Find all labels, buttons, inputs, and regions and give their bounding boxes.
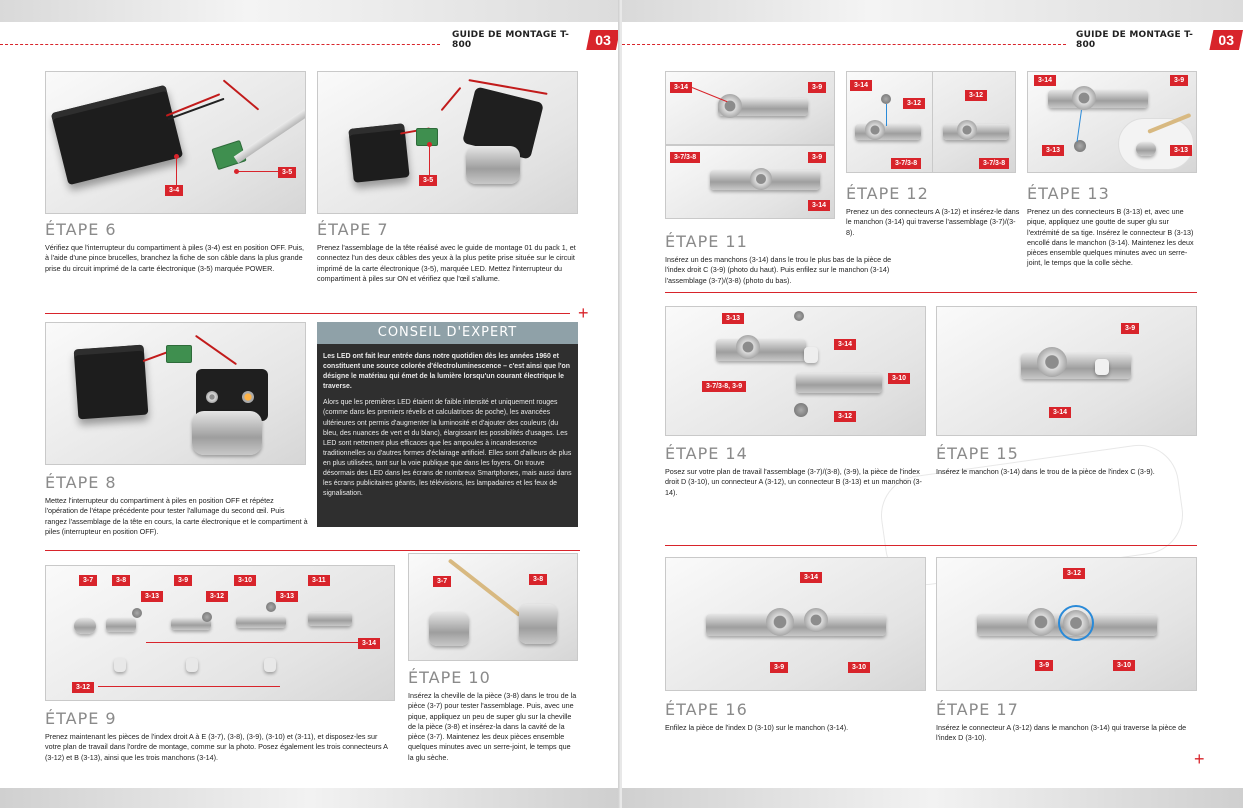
step7-photo: 3-5 [317, 71, 578, 214]
step15-title: ÉTAPE 15 [936, 444, 1019, 463]
label-3-12: 3-12 [206, 591, 229, 602]
step8-text: Mettez l'interrupteur du compartiment à … [45, 496, 308, 536]
step14-title: ÉTAPE 14 [665, 444, 748, 463]
label-3-14: 3-14 [800, 572, 823, 583]
label-3-5: 3-5 [419, 175, 438, 186]
label-3-12: 3-12 [834, 411, 857, 422]
label-3-11: 3-11 [308, 575, 330, 586]
page-header: GUIDE DE MONTAGE T-800 03 [452, 30, 620, 50]
step16-photo: 3-14 3-9 3-10 [665, 557, 926, 691]
step16-text: Enfilez la pièce de l'index D (3-10) sur… [665, 723, 849, 732]
label-3-13: 3-13 [276, 591, 299, 602]
label-3-7-3-8: 3-7/3-8 [670, 152, 701, 163]
right-page: GUIDE DE MONTAGE T-800 03 3-14 3-9 3-7/3… [622, 0, 1243, 808]
step13-photo: 3-14 3-9 3-13 3-13 [1027, 71, 1197, 173]
step11-text: Insérez un des manchons (3-14) dans le t… [665, 255, 892, 285]
label-3-9: 3-9 [174, 575, 193, 586]
crosshair-mark: + [578, 303, 589, 323]
header-number: 03 [586, 30, 620, 50]
header-title: GUIDE DE MONTAGE T-800 [452, 30, 570, 50]
label-3-14: 3-14 [670, 82, 693, 93]
header-number: 03 [1209, 30, 1243, 50]
label-3-10: 3-10 [1113, 660, 1136, 671]
step11-photo-top: 3-14 3-9 [665, 71, 835, 145]
step15-text: Insérez le manchon (3-14) dans le trou d… [936, 467, 1155, 476]
label-3-5: 3-5 [278, 167, 297, 178]
label-3-10: 3-10 [234, 575, 257, 586]
label-3-13: 3-13 [1042, 145, 1065, 156]
step11-title: ÉTAPE 11 [665, 232, 748, 251]
expert-tip-title: CONSEIL D'EXPERT [317, 322, 578, 344]
label-3-12: 3-12 [903, 98, 926, 109]
step17-photo: 3-12 3-9 3-10 [936, 557, 1197, 691]
label-3-9: 3-9 [1170, 75, 1189, 86]
expert-tip-intro: Les LED ont fait leur entrée dans notre … [323, 353, 570, 391]
step10-text: Insérez la cheville de la pièce (3-8) da… [408, 691, 577, 762]
label-3-13: 3-13 [722, 313, 745, 324]
label-3-9: 3-9 [1121, 323, 1140, 334]
step15-photo: 3-9 3-14 [936, 306, 1197, 436]
step14-text: Posez sur votre plan de travail l'assemb… [665, 467, 922, 497]
label-3-7-3-8: 3-7/3-8 [891, 158, 922, 169]
step13-title: ÉTAPE 13 [1027, 184, 1110, 203]
label-3-9: 3-9 [770, 662, 789, 673]
label-3-14: 3-14 [808, 200, 831, 211]
label-3-12: 3-12 [72, 682, 95, 693]
step16-title: ÉTAPE 16 [665, 700, 748, 719]
label-3-14: 3-14 [1049, 407, 1072, 418]
page-header: GUIDE DE MONTAGE T-800 03 [1076, 30, 1243, 50]
step7-text: Prenez l'assemblage de la tête réalisé a… [317, 243, 576, 283]
label-3-14: 3-14 [834, 339, 857, 350]
label-3-14: 3-14 [1034, 75, 1057, 86]
label-3-7-3-8-3-9: 3-7/3-8, 3-9 [702, 381, 747, 392]
label-3-4: 3-4 [165, 185, 184, 196]
label-3-10: 3-10 [848, 662, 871, 673]
label-3-14: 3-14 [850, 80, 873, 91]
step12-photo: 3-14 3-12 3-7/3-8 3-12 3-7/3-8 [846, 71, 1016, 173]
crosshair-mark: + [1194, 749, 1205, 769]
label-3-8: 3-8 [112, 575, 131, 586]
step10-photo: 3-7 3-8 [408, 553, 578, 661]
step8-photo [45, 322, 306, 465]
step11-photo-bottom: 3-7/3-8 3-9 3-14 [665, 145, 835, 219]
label-3-9: 3-9 [1035, 660, 1054, 671]
label-3-13: 3-13 [1170, 145, 1193, 156]
step17-title: ÉTAPE 17 [936, 700, 1019, 719]
step17-text: Insérez le connecteur A (3-12) dans le m… [936, 723, 1187, 743]
label-3-13: 3-13 [141, 591, 164, 602]
label-3-12: 3-12 [965, 90, 988, 101]
expert-tip-box: CONSEIL D'EXPERT Les LED ont fait leur e… [317, 322, 578, 527]
step9-photo: 3-7 3-8 3-9 3-10 3-11 3-13 3-12 3-13 3-1… [45, 565, 395, 701]
step6-photo: 3-4 3-5 [45, 71, 306, 214]
step13-text: Prenez un des connecteurs B (3-13) et, a… [1027, 207, 1194, 268]
step9-title: ÉTAPE 9 [45, 709, 117, 728]
step10-title: ÉTAPE 10 [408, 668, 491, 687]
label-3-9: 3-9 [808, 82, 827, 93]
label-3-10: 3-10 [888, 373, 911, 384]
label-3-7-3-8: 3-7/3-8 [979, 158, 1010, 169]
step14-photo: 3-13 3-14 3-10 3-7/3-8, 3-9 3-12 [665, 306, 926, 436]
label-3-12: 3-12 [1063, 568, 1086, 579]
label-3-9: 3-9 [808, 152, 827, 163]
label-3-14: 3-14 [358, 638, 381, 649]
label-3-8: 3-8 [529, 574, 548, 585]
step8-title: ÉTAPE 8 [45, 473, 117, 492]
header-title: GUIDE DE MONTAGE T-800 [1076, 30, 1194, 50]
step7-title: ÉTAPE 7 [317, 220, 389, 239]
label-3-7: 3-7 [433, 576, 452, 587]
step9-text: Prenez maintenant les pièces de l'index … [45, 732, 388, 762]
left-page: GUIDE DE MONTAGE T-800 03 3-4 3-5 ÉTAPE … [0, 0, 620, 808]
step12-title: ÉTAPE 12 [846, 184, 929, 203]
label-3-7: 3-7 [79, 575, 98, 586]
expert-tip-body: Alors que les premières LED étaient de f… [323, 399, 572, 498]
step6-text: Vérifiez que l'interrupteur du compartim… [45, 243, 305, 273]
step6-title: ÉTAPE 6 [45, 220, 117, 239]
step12-text: Prenez un des connecteurs A (3-12) et in… [846, 207, 1020, 237]
